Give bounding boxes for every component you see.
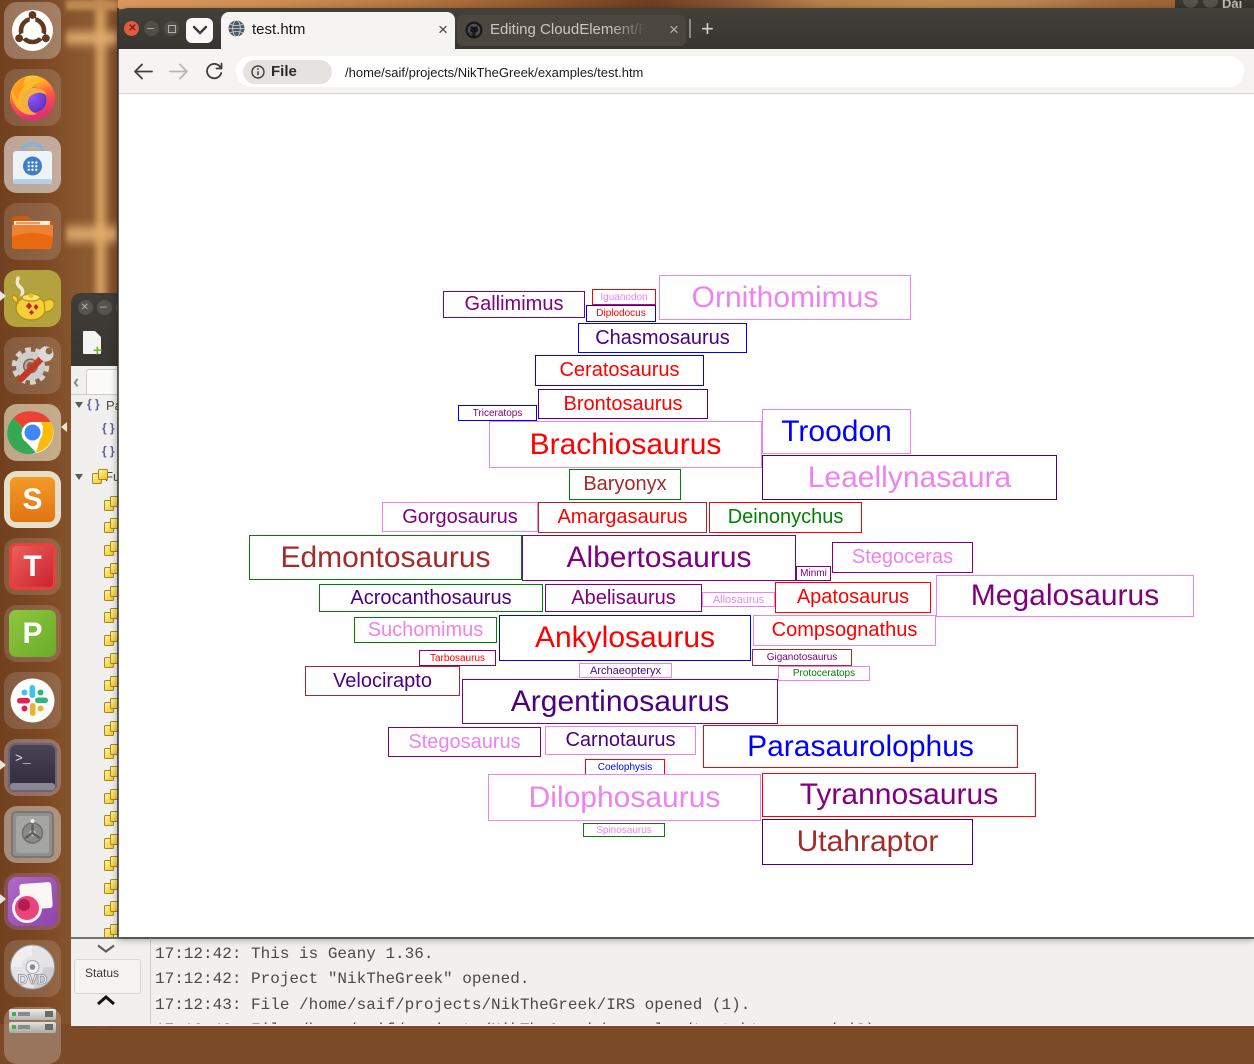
svg-text:DVD: DVD xyxy=(18,971,48,987)
